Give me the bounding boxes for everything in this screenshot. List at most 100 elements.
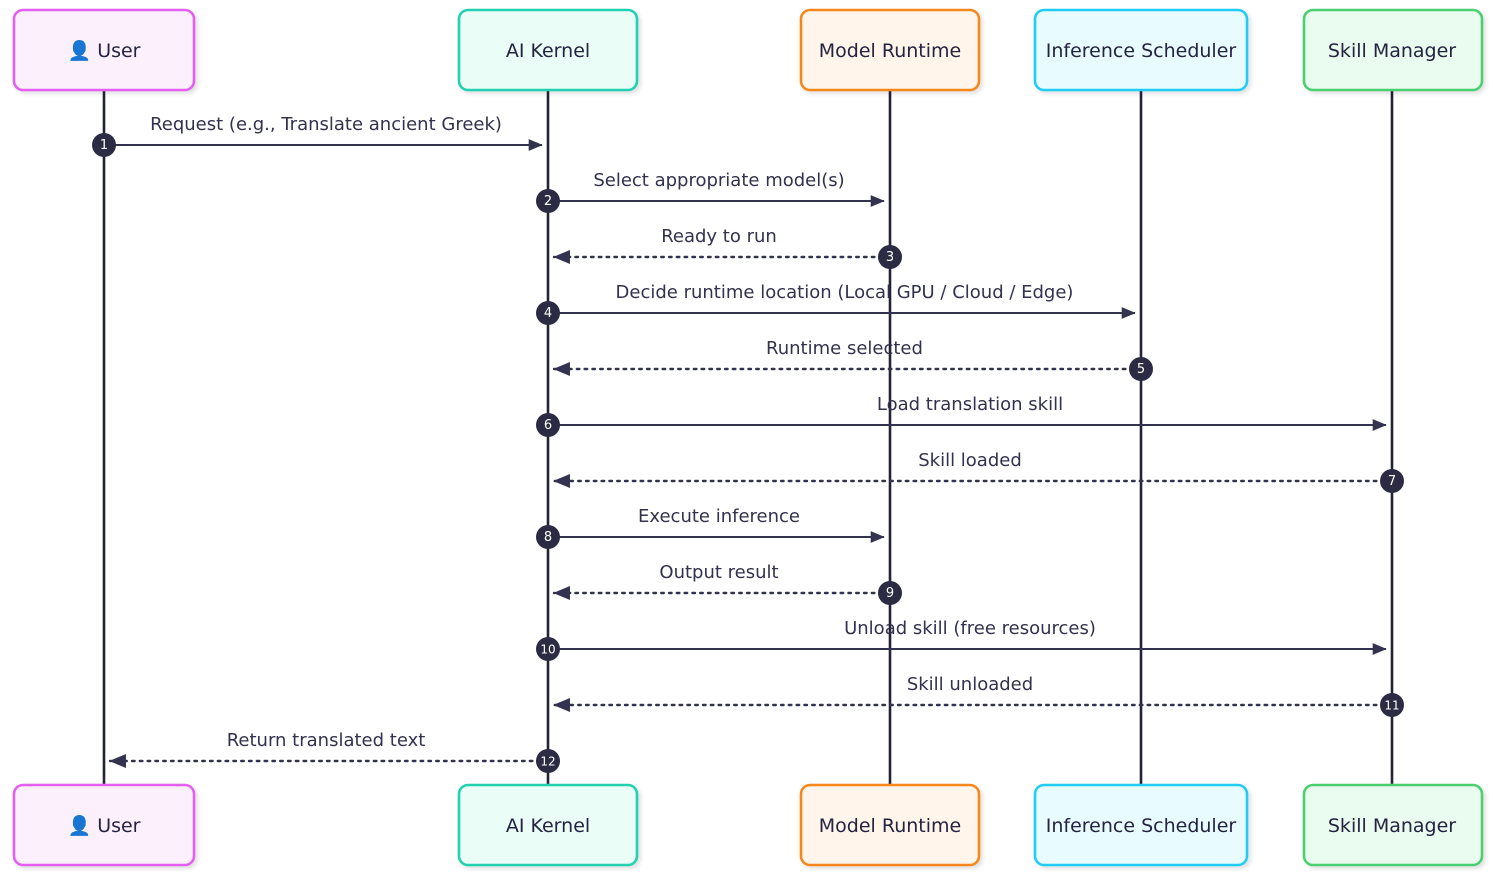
- message-label-6: Load translation skill: [877, 394, 1063, 415]
- badge-number: 10: [540, 643, 555, 657]
- badge-circle: [1129, 357, 1153, 381]
- badge-circle: [536, 301, 560, 325]
- actor-box-rect: [1033, 8, 1249, 92]
- sequence-badge-1: 1: [92, 133, 116, 157]
- badge-number: 9: [886, 586, 894, 601]
- actor-box-model_runtime-top[interactable]: Model Runtime: [799, 8, 981, 92]
- actor-box-inference_scheduler-top[interactable]: Inference Scheduler: [1033, 8, 1249, 92]
- actor-name-text: Inference Scheduler: [1046, 815, 1237, 837]
- message-11[interactable]: Skill unloaded: [552, 674, 1394, 713]
- actor-label-ai_kernel: AI Kernel: [506, 40, 590, 62]
- actor-box-skill_manager-top[interactable]: Skill Manager: [1302, 8, 1484, 92]
- actor-box-rect: [457, 8, 639, 92]
- badge-circle: [878, 581, 902, 605]
- person-icon: 👤: [67, 814, 97, 837]
- actor-label-inference_scheduler: Inference Scheduler: [1046, 40, 1237, 62]
- message-label-2: Select appropriate model(s): [593, 170, 844, 191]
- badge-number: 7: [1388, 474, 1396, 489]
- message-6[interactable]: Load translation skill: [548, 394, 1387, 431]
- badge-circle: [536, 189, 560, 213]
- badge-number: 5: [1137, 362, 1145, 377]
- sequence-badge-5: 5: [1129, 357, 1153, 381]
- person-icon: 👤: [67, 39, 97, 62]
- actor-name-text: Skill Manager: [1328, 40, 1456, 62]
- badge-number: 4: [544, 306, 552, 321]
- messages-group: Request (e.g., Translate ancient Greek) S…: [104, 114, 1394, 769]
- actor-name-text: Skill Manager: [1328, 815, 1456, 837]
- badge-circle: [536, 413, 560, 437]
- message-label-8: Execute inference: [638, 506, 800, 527]
- sequence-badge-10: 10: [536, 637, 560, 661]
- actor-name-text: AI Kernel: [506, 815, 590, 837]
- message-8[interactable]: Execute inference: [548, 506, 885, 543]
- message-label-5: Runtime selected: [766, 338, 923, 359]
- sequence-badge-6: 6: [536, 413, 560, 437]
- badge-number: 8: [544, 530, 552, 545]
- actor-name-text: User: [97, 40, 140, 62]
- message-label-9: Output result: [659, 562, 778, 583]
- actor-name-text: AI Kernel: [506, 40, 590, 62]
- actor-box-user-top[interactable]: 👤 User: [12, 8, 196, 92]
- message-3[interactable]: Ready to run: [552, 226, 892, 265]
- actor-box-rect: [1302, 783, 1484, 867]
- actor-label-model_runtime: Model Runtime: [819, 815, 961, 837]
- actor-box-rect: [12, 783, 196, 867]
- actor-name-text: User: [97, 815, 140, 837]
- actor-label-user: 👤 User: [67, 814, 140, 837]
- actor-label-user: 👤 User: [67, 39, 140, 62]
- message-label-11: Skill unloaded: [907, 674, 1033, 695]
- badge-number: 6: [544, 418, 552, 433]
- message-2[interactable]: Select appropriate model(s): [548, 170, 885, 207]
- badge-number: 1: [100, 138, 108, 153]
- actor-label-ai_kernel: AI Kernel: [506, 815, 590, 837]
- actor-boxes-bottom: 👤 User AI Kernel Model Runtime Inference Sc…: [12, 783, 1484, 867]
- message-label-10: Unload skill (free resources): [844, 618, 1096, 639]
- actor-box-ai_kernel-bottom[interactable]: AI Kernel: [457, 783, 639, 867]
- actor-label-inference_scheduler: Inference Scheduler: [1046, 815, 1237, 837]
- actor-box-skill_manager-bottom[interactable]: Skill Manager: [1302, 783, 1484, 867]
- badge-number: 3: [886, 250, 894, 265]
- badge-circle: [536, 637, 560, 661]
- message-10[interactable]: Unload skill (free resources): [548, 618, 1387, 655]
- badge-circle: [92, 133, 116, 157]
- actor-box-inference_scheduler-bottom[interactable]: Inference Scheduler: [1033, 783, 1249, 867]
- actor-box-rect: [799, 783, 981, 867]
- actor-box-user-bottom[interactable]: 👤 User: [12, 783, 196, 867]
- message-4[interactable]: Decide runtime location (Local GPU / Clo…: [548, 282, 1136, 319]
- lifelines-group: [102, 90, 1394, 785]
- badge-number: 12: [540, 755, 555, 769]
- badge-circle: [878, 245, 902, 269]
- actor-box-ai_kernel-top[interactable]: AI Kernel: [457, 8, 639, 92]
- sequence-badge-8: 8: [536, 525, 560, 549]
- actor-label-skill_manager: Skill Manager: [1328, 815, 1456, 837]
- sequence-badge-4: 4: [536, 301, 560, 325]
- message-label-3: Ready to run: [661, 226, 777, 247]
- sequence-badge-3: 3: [878, 245, 902, 269]
- message-1[interactable]: Request (e.g., Translate ancient Greek): [104, 114, 543, 151]
- message-5[interactable]: Runtime selected: [552, 338, 1143, 377]
- message-label-4: Decide runtime location (Local GPU / Clo…: [616, 282, 1074, 303]
- badge-circle: [536, 525, 560, 549]
- message-label-12: Return translated text: [227, 730, 426, 751]
- message-12[interactable]: Return translated text: [108, 730, 550, 769]
- actor-box-rect: [12, 8, 196, 92]
- actor-label-skill_manager: Skill Manager: [1328, 40, 1456, 62]
- actor-boxes-top: 👤 User AI Kernel Model Runtime Inference Sc…: [12, 8, 1484, 92]
- badge-number: 2: [544, 194, 552, 209]
- sequence-badge-2: 2: [536, 189, 560, 213]
- sequence-badge-12: 12: [536, 749, 560, 773]
- message-label-7: Skill loaded: [918, 450, 1022, 471]
- actor-name-text: Model Runtime: [819, 815, 961, 837]
- message-9[interactable]: Output result: [552, 562, 892, 601]
- actor-box-model_runtime-bottom[interactable]: Model Runtime: [799, 783, 981, 867]
- badge-number: 11: [1384, 699, 1399, 713]
- actor-box-rect: [1033, 783, 1249, 867]
- badge-circle: [1380, 469, 1404, 493]
- sequence-badge-7: 7: [1380, 469, 1404, 493]
- actor-box-rect: [799, 8, 981, 92]
- message-7[interactable]: Skill loaded: [552, 450, 1394, 489]
- actor-label-model_runtime: Model Runtime: [819, 40, 961, 62]
- actor-name-text: Inference Scheduler: [1046, 40, 1237, 62]
